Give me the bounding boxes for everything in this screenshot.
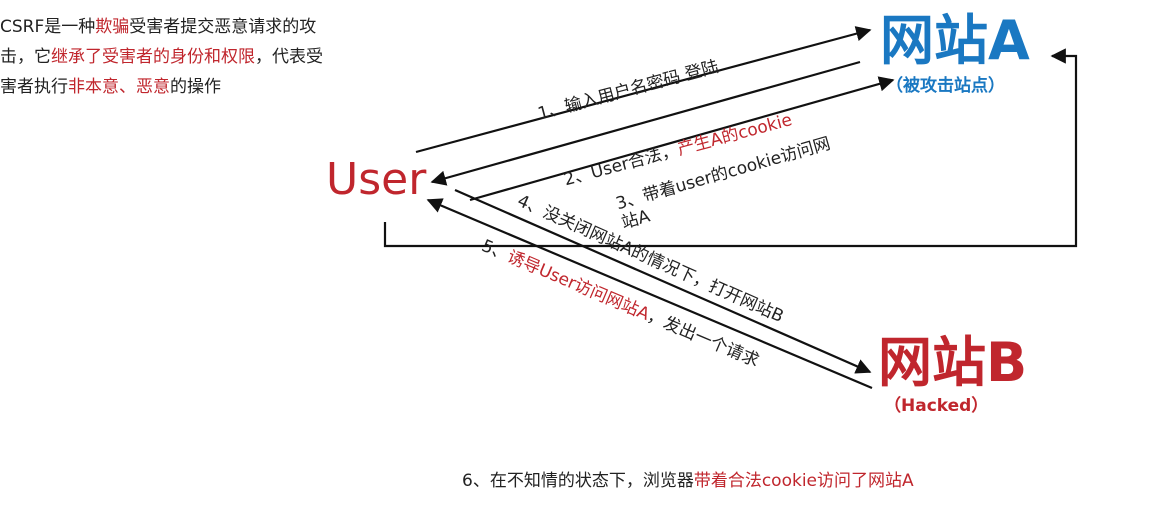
arrow-step-6 bbox=[383, 48, 1078, 248]
intro-highlight-inherit: 继承了受害者的身份和权限 bbox=[51, 47, 255, 67]
step-6-label: 6、在不知情的状态下，浏览器带着合法cookie访问了网站A bbox=[462, 466, 914, 491]
step-6-highlight: 带着合法cookie访问了网站A bbox=[693, 471, 914, 491]
intro-text-1: CSRF是一种 bbox=[0, 17, 96, 37]
arrow-step-3 bbox=[469, 76, 895, 202]
intro-text-4: 的操作 bbox=[170, 77, 221, 97]
arrow-step-2 bbox=[430, 60, 861, 186]
intro-highlight-deceive: 欺骗 bbox=[95, 17, 130, 37]
step-6-text: 6、在不知情的状态下，浏览器 bbox=[462, 471, 694, 491]
node-user: User bbox=[326, 154, 427, 205]
node-site-a-subtitle: （被攻击站点） bbox=[886, 76, 1005, 96]
node-site-b: 网站B bbox=[878, 331, 1028, 394]
node-site-a: 网站A bbox=[880, 9, 1030, 72]
arrow-step-5 bbox=[426, 198, 873, 390]
intro-text-2: 受害者提交恶意请求的攻击，它 bbox=[0, 17, 317, 67]
node-site-b-subtitle: （Hacked） bbox=[884, 396, 989, 416]
intro-text-3: ，代表受害者执行 bbox=[0, 47, 323, 97]
intro-highlight-malicious: 非本意、恶意 bbox=[68, 77, 170, 97]
arrow-step-1 bbox=[415, 26, 872, 154]
arrow-step-4 bbox=[454, 188, 872, 374]
intro-paragraph: CSRF是一种欺骗受害者提交恶意请求的攻击，它继承了受害者的身份和权限，代表受害… bbox=[0, 12, 330, 102]
